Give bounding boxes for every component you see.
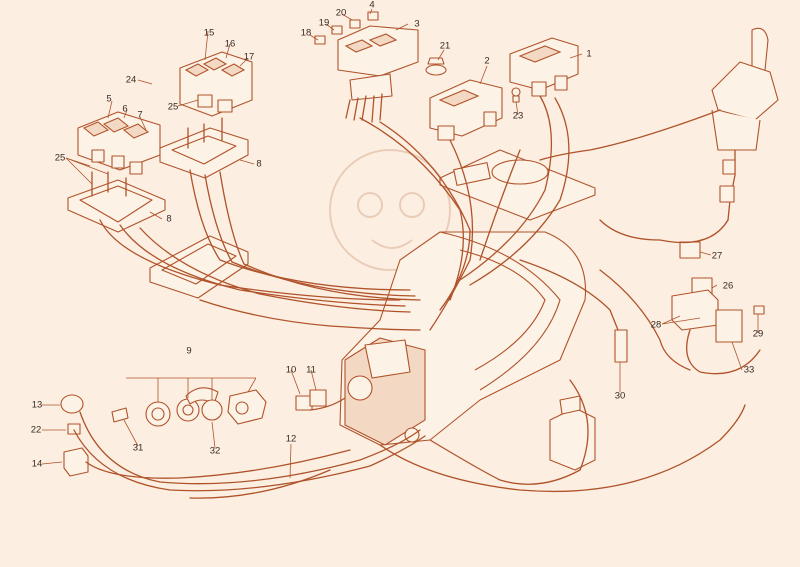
switch-frame-left bbox=[67, 171, 166, 233]
switch-module-2 bbox=[429, 79, 503, 141]
wire-harness bbox=[73, 95, 746, 499]
callout-9: 9 bbox=[186, 346, 191, 357]
callout-23: 23 bbox=[513, 111, 524, 122]
relay-cluster-right bbox=[671, 241, 765, 375]
joystick bbox=[711, 27, 779, 221]
switch-bank-upper bbox=[179, 51, 253, 117]
bulb bbox=[511, 87, 521, 103]
callout-12: 12 bbox=[286, 434, 297, 445]
callout-5: 5 bbox=[106, 94, 111, 105]
callout-31: 31 bbox=[133, 443, 144, 454]
connector-30 bbox=[614, 329, 628, 363]
callout-10: 10 bbox=[286, 365, 297, 376]
relay-block bbox=[337, 25, 419, 123]
callout-19: 19 bbox=[319, 18, 330, 29]
callout-28: 28 bbox=[651, 320, 662, 331]
callout-8-lower: 8 bbox=[166, 214, 171, 225]
callout-16: 16 bbox=[225, 39, 236, 50]
callout-21: 21 bbox=[440, 41, 451, 52]
switch-bank-left bbox=[77, 111, 161, 175]
callout-30: 30 bbox=[615, 391, 626, 402]
callout-32: 32 bbox=[210, 446, 221, 457]
callout-27: 27 bbox=[712, 251, 723, 262]
callout-3: 3 bbox=[414, 19, 419, 30]
callout-33: 33 bbox=[744, 365, 755, 376]
callout-14: 14 bbox=[32, 459, 43, 470]
callout-7: 7 bbox=[137, 110, 142, 121]
ignition-parts bbox=[111, 387, 327, 427]
control-module-bottom bbox=[549, 395, 596, 471]
small-connectors bbox=[314, 11, 379, 45]
indicator-lamp bbox=[425, 57, 447, 76]
callout-18: 18 bbox=[301, 28, 312, 39]
callout-17: 17 bbox=[244, 52, 255, 63]
callout-1: 1 bbox=[586, 49, 591, 60]
callout-26: 26 bbox=[723, 281, 734, 292]
callout-29: 29 bbox=[753, 329, 764, 340]
upper-control-panel bbox=[439, 149, 596, 221]
callout-22: 22 bbox=[31, 425, 42, 436]
callout-24: 24 bbox=[126, 75, 137, 86]
callout-20: 20 bbox=[336, 8, 347, 19]
callout-25-upper: 25 bbox=[168, 102, 179, 113]
callout-2: 2 bbox=[484, 56, 489, 67]
switch-frame-upper bbox=[159, 117, 249, 179]
switch-module-1 bbox=[509, 37, 579, 97]
callout-13: 13 bbox=[32, 400, 43, 411]
central-console-housing bbox=[339, 231, 587, 446]
left-small-parts bbox=[60, 394, 89, 477]
callout-25-left: 25 bbox=[55, 153, 66, 164]
callout-6: 6 bbox=[122, 104, 127, 115]
watermark-logo bbox=[329, 149, 451, 271]
callouts: 1 2 3 4 5 6 7 8 8 9 10 11 12 13 14 15 16… bbox=[31, 0, 764, 470]
callout-11: 11 bbox=[306, 365, 316, 376]
callout-4: 4 bbox=[369, 0, 374, 11]
callout-15: 15 bbox=[204, 28, 215, 39]
callout-8-upper: 8 bbox=[256, 159, 261, 170]
leader-lines bbox=[41, 8, 759, 479]
